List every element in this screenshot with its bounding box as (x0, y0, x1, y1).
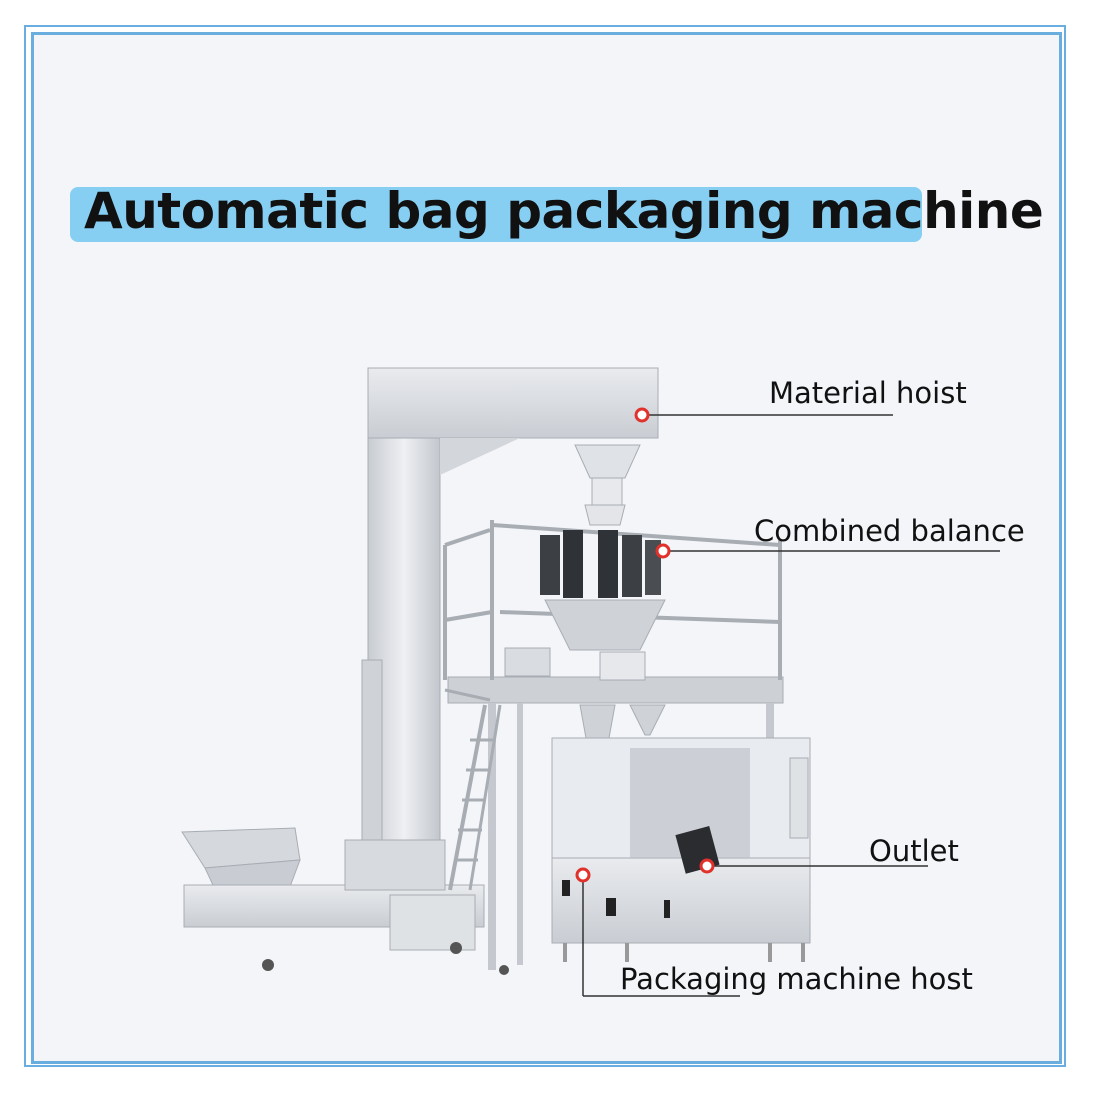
callout-material-hoist: Material hoist (769, 376, 967, 410)
combined-balance-marker (655, 543, 671, 559)
title-highlight (70, 187, 922, 242)
material-hoist-structure (361, 367, 659, 889)
callout-combined-balance: Combined balance (754, 514, 1025, 548)
combination-weigher (504, 504, 666, 761)
outer-frame (24, 25, 1066, 1067)
callout-lines (582, 414, 1000, 997)
packaging-machine-host (551, 737, 811, 962)
callout-packaging-machine-host: Packaging machine host (620, 962, 973, 996)
material-hoist-marker (634, 407, 650, 423)
callout-outlet: Outlet (869, 834, 959, 868)
packaging-host-marker (575, 867, 591, 883)
callout-markers (575, 407, 715, 883)
outlet-marker (699, 858, 715, 874)
page-title: Automatic bag packaging machine (84, 182, 1044, 240)
feed-hopper (181, 827, 509, 975)
platform (443, 520, 784, 970)
